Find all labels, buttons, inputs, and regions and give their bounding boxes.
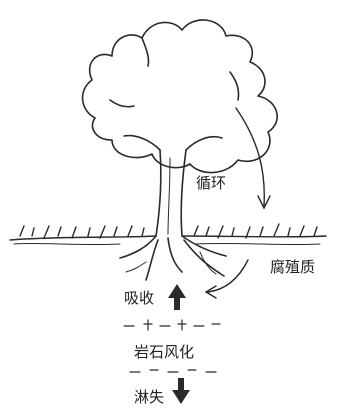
tree-canopy — [83, 20, 278, 173]
weathering-label: 岩石风化 — [134, 343, 194, 361]
tree-roots — [120, 236, 226, 280]
leaching-label: 淋失 — [134, 388, 164, 406]
cycle-label: 循环 — [196, 174, 226, 192]
absorption-arrow — [168, 284, 186, 310]
humus-label: 腐殖质 — [270, 258, 315, 276]
leaching-arrow — [172, 378, 190, 404]
absorption-label: 吸收 — [124, 289, 154, 307]
